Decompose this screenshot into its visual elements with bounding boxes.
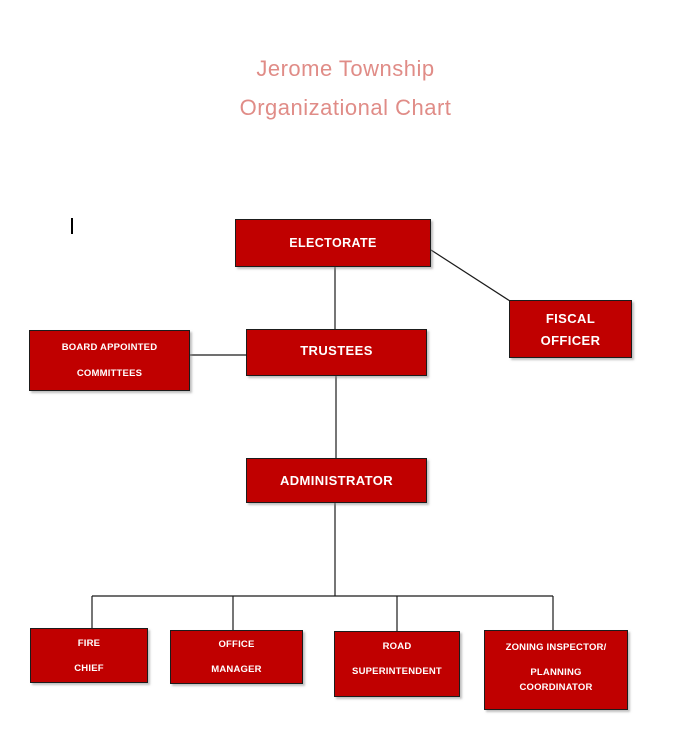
node-office-manager-label-line1: OFFICE [218, 639, 255, 650]
node-fire-chief: FIRE CHIEF [30, 628, 148, 683]
node-electorate: ELECTORATE [235, 219, 431, 267]
node-electorate-label: ELECTORATE [289, 236, 377, 250]
node-fire-chief-label-line1: FIRE [77, 637, 101, 649]
node-zoning-inspector-planning-coordinator: ZONING INSPECTOR/ PLANNING COORDINATOR [484, 630, 628, 710]
node-office-manager: OFFICE MANAGER [170, 630, 303, 684]
node-administrator-label: ADMINISTRATOR [279, 473, 394, 488]
chart-title-line1: Jerome Township [256, 56, 435, 81]
node-trustees-label: TRUSTEES [300, 342, 373, 358]
node-board-appointed-committees: BOARD APPOINTED COMMITTEES [29, 330, 190, 391]
node-zoning-inspector-label-line3: COORDINATOR [519, 681, 593, 693]
node-board-committees-label-line1: BOARD APPOINTED [61, 342, 158, 353]
chart-title: Jerome Township Organizational Chart [0, 49, 691, 127]
chart-title-line2: Organizational Chart [239, 95, 452, 120]
node-fire-chief-label-line2: CHIEF [74, 662, 104, 674]
node-office-manager-label-line2: MANAGER [211, 664, 262, 675]
node-fiscal-officer: FISCAL OFFICER [509, 300, 632, 358]
node-administrator: ADMINISTRATOR [246, 458, 427, 503]
node-trustees: TRUSTEES [246, 329, 427, 376]
node-road-superintendent-label-line1: ROAD [382, 641, 412, 652]
node-zoning-inspector-label-line2: PLANNING [530, 666, 582, 678]
node-road-superintendent-label-line2: SUPERINTENDENT [352, 666, 442, 677]
node-board-committees-label-line2: COMMITTEES [76, 368, 143, 379]
node-zoning-inspector-label-line1: ZONING INSPECTOR/ [505, 641, 607, 653]
node-fiscal-officer-label-line1: FISCAL [545, 310, 596, 326]
text-cursor-mark [71, 218, 73, 234]
node-road-superintendent: ROAD SUPERINTENDENT [334, 631, 460, 697]
node-fiscal-officer-label-line2: OFFICER [540, 332, 601, 348]
connector-electorate-fiscal-officer [430, 249, 511, 302]
